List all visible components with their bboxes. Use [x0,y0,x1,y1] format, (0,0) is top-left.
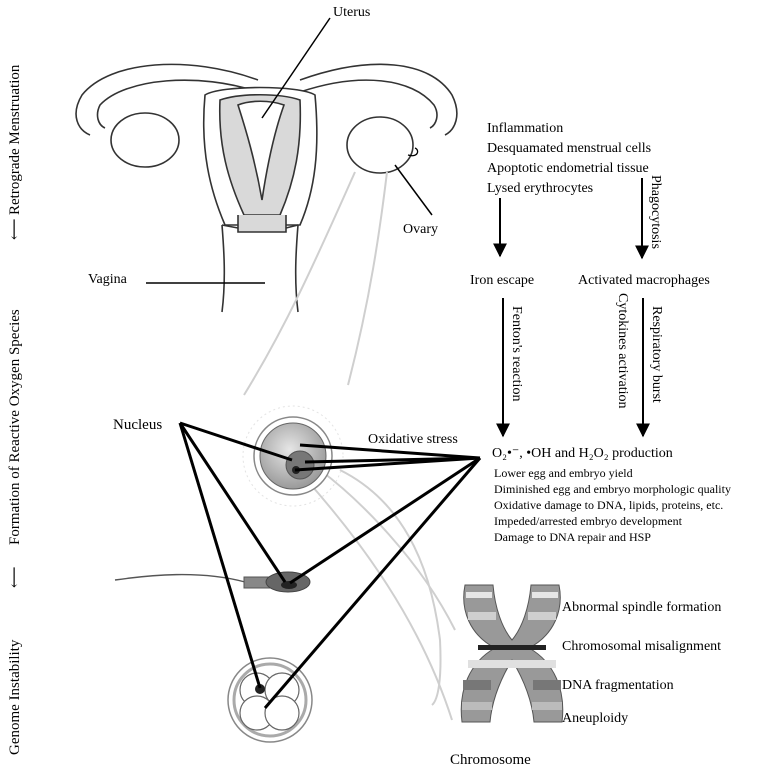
ros-production-label: O₂•⁻, •OH and H₂O₂ production [492,446,673,461]
effect-item: Lower egg and embryo yield [494,466,633,480]
phagocytosis-label: Phagocytosis [648,175,663,249]
effect-item: Oxidative damage to DNA, lipids, protein… [494,498,723,512]
activated-macrophages-label: Activated macrophages [578,273,710,288]
ovary-hook [407,147,419,157]
side-label-formation-ros: Formation of Reactive Oxygen Species [7,309,23,545]
ovary-leader [394,164,433,216]
cause-item: Desquamated menstrual cells [487,141,651,156]
uterus-illustration [75,63,458,313]
effect-item: Diminished egg and embryo morphologic qu… [494,482,731,496]
chromosome-effect-item: Aneuploidy [562,711,628,726]
cytokines-activation-label: Cytokines activation [615,293,630,408]
oxidative-stress-label: Oxidative stress [368,432,458,447]
chromosome-effect-item: Chromosomal misalignment [562,639,721,654]
side-label-genome-instability: Genome Instability [7,639,23,755]
oocyte-illustration [242,405,344,507]
uterus-leader [261,17,331,119]
causes-list: Inflammation Desquamated menstrual cells… [487,121,651,196]
ros-lines [263,443,482,709]
effect-item: Impeded/arrested embryo development [494,514,683,528]
flow-arrows [493,178,650,438]
side-arrow-2: ⟵ [7,566,23,588]
chromosome-illustration [460,584,564,723]
chromosome-label: Chromosome [450,752,531,768]
nucleus-lines [178,421,293,689]
cause-item: Apoptotic endometrial tissue [487,161,649,176]
cause-item: Inflammation [487,121,563,136]
ovary-label: Ovary [403,222,438,237]
nucleus-label: Nucleus [113,417,162,433]
respiratory-burst-label: Respiratory burst [649,306,664,403]
side-arrow-1: ⟵ [7,218,23,240]
fentons-reaction-label: Fenton's reaction [509,306,524,401]
side-label-retrograde-menstruation: Retrograde Menstruation [7,64,23,215]
iron-escape-label: Iron escape [470,273,534,288]
chromosome-effects-list: Abnormal spindle formation Chromosomal m… [562,600,721,726]
effect-item: Damage to DNA repair and HSP [494,530,651,544]
cause-item: Lysed erythrocytes [487,181,593,196]
effects-list: Lower egg and embryo yield Diminished eg… [494,466,731,544]
vagina-label: Vagina [88,272,128,287]
uterus-label: Uterus [333,5,370,20]
chromosome-effect-item: Abnormal spindle formation [562,600,721,615]
gray-connectors [243,171,456,721]
chromosome-effect-item: DNA fragmentation [562,678,674,693]
